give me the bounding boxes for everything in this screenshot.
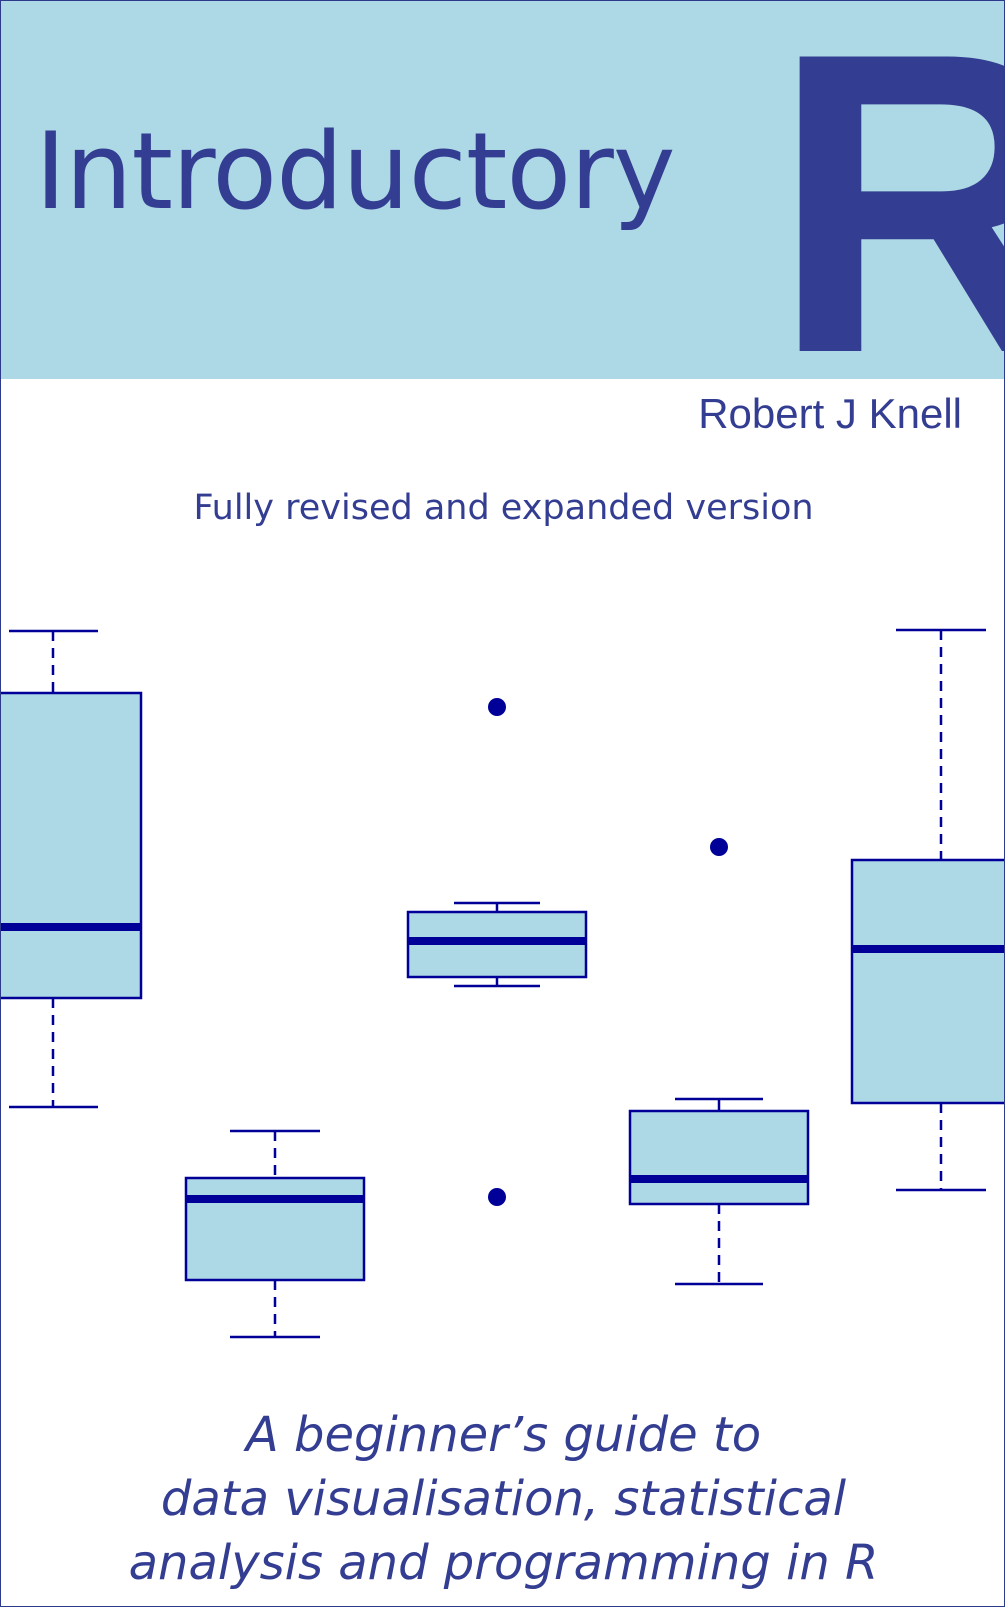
box-1 bbox=[1, 691, 143, 1000]
subtitle: A beginner’s guide to data visualisation… bbox=[1, 1403, 1004, 1595]
boxplot-1 bbox=[1, 629, 143, 1109]
title-band bbox=[1, 1, 1004, 379]
title-letter: R bbox=[771, 1, 1004, 417]
author-name: Robert J Knell bbox=[698, 390, 962, 437]
box-5 bbox=[850, 858, 1004, 1105]
outlier-point bbox=[488, 698, 506, 716]
subtitle-line: data visualisation, statistical bbox=[160, 1471, 847, 1527]
boxplot-4 bbox=[628, 1097, 810, 1286]
subtitle-line: A beginner’s guide to bbox=[245, 1407, 762, 1463]
boxplot-3 bbox=[406, 901, 588, 988]
box-2 bbox=[184, 1176, 366, 1282]
edition-note: Fully revised and expanded version bbox=[193, 488, 814, 528]
boxplot-2 bbox=[184, 1129, 366, 1339]
box-4 bbox=[628, 1109, 810, 1206]
subtitle-line: analysis and programming in R bbox=[128, 1535, 879, 1591]
outlier-point bbox=[710, 838, 728, 856]
title-word: Introductory bbox=[35, 110, 676, 233]
outlier-point bbox=[488, 1188, 506, 1206]
boxplot-5 bbox=[850, 628, 1004, 1192]
